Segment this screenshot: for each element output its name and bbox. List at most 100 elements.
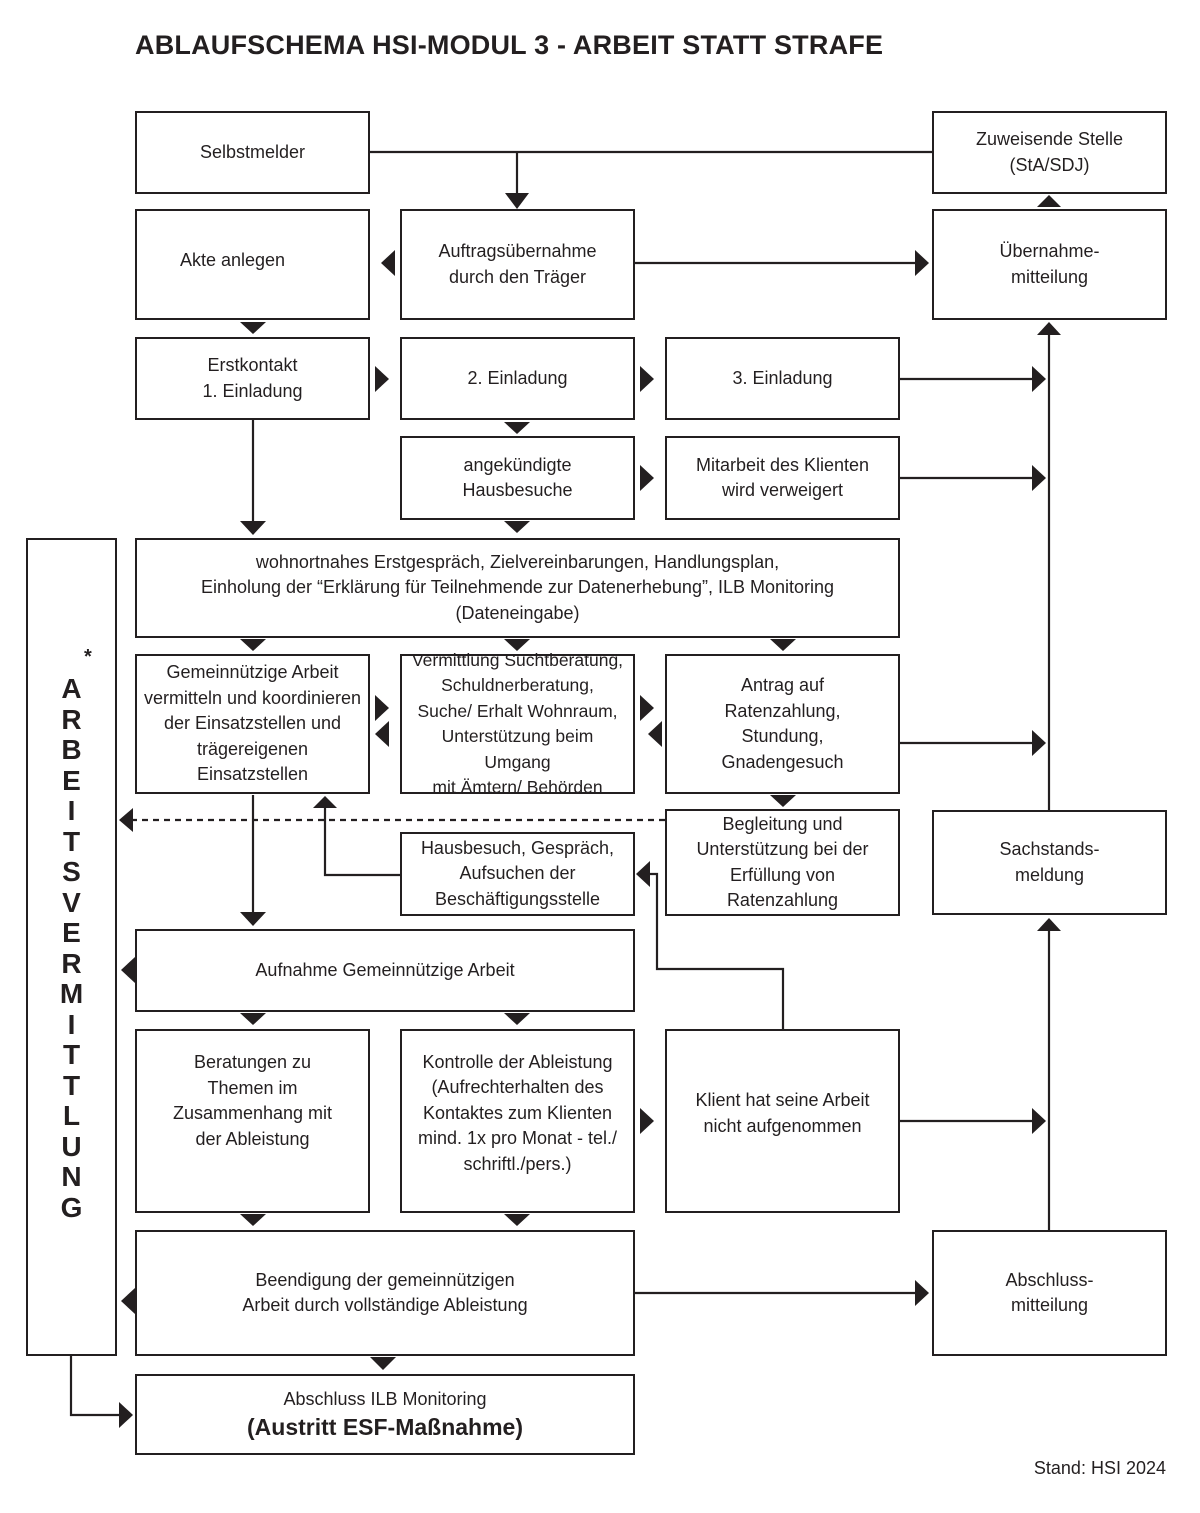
box-hausbesuch-gespraech-text: Hausbesuch, Gespräch, Aufsuchen der Besc… xyxy=(420,837,615,909)
arrow-right-trunk-3 xyxy=(1032,730,1046,756)
arrow-left-hausbesuch xyxy=(636,861,650,887)
box-begleitung: Begleitung und Unterstützung bei der Erf… xyxy=(665,809,900,916)
arrow-down-aufnahme-2 xyxy=(504,1013,530,1025)
vertical-letter: M xyxy=(59,978,84,1009)
line-vermittlung-ilb xyxy=(69,1356,121,1417)
vertical-letter: B xyxy=(61,734,82,765)
vertical-letter: I xyxy=(67,795,76,826)
box-abschluss-ilb-text: Abschluss ILB Monitoring xyxy=(283,1388,487,1409)
arrow-down-hausbesuche xyxy=(504,521,530,533)
box-selbstmelder-text: Selbstmelder xyxy=(199,141,306,162)
asterisk-note: * xyxy=(84,646,92,668)
box-nicht-aufgenommen: Klient hat seine Arbeit nicht aufgenomme… xyxy=(665,1029,900,1213)
box-erstkontakt-text: Erstkontakt 1. Einladung xyxy=(202,355,303,401)
arrow-right-ilb xyxy=(119,1402,133,1428)
box-sachstandsmeldung-text: Sachstands- meldung xyxy=(999,839,1100,885)
arrow-down-akte xyxy=(240,322,266,334)
arrow-left-beendigung xyxy=(121,1288,135,1314)
box-begleitung-text: Begleitung und Unterstützung bei der Erf… xyxy=(696,813,869,911)
arrow-down-erst-3 xyxy=(770,639,796,651)
arrow-left-aufnahme xyxy=(121,957,135,983)
box-vermittlung-sucht: Vermittlung Suchtberatung, Schuldnerbera… xyxy=(400,650,635,797)
box-sachstandsmeldung: Sachstands- meldung xyxy=(932,810,1167,915)
box-erstgespraech: wohnortnahes Erstgespräch, Zielvereinbar… xyxy=(135,538,900,638)
vertical-letter: U xyxy=(61,1130,82,1162)
box-beendigung-text: Beendigung der gemeinnützigen Arbeit dur… xyxy=(242,1269,528,1316)
box-einladung-3-text: 3. Einladung xyxy=(732,367,833,388)
box-nicht-aufgenommen-text: Klient hat seine Arbeit nicht aufgenomme… xyxy=(695,1090,870,1136)
vertical-letter: R xyxy=(61,703,82,735)
arrow-left-dashed xyxy=(119,808,133,832)
vertical-letter: R xyxy=(61,947,82,979)
box-hausbesuch-gespraech: Hausbesuch, Gespräch, Aufsuchen der Besc… xyxy=(400,832,635,916)
box-beratungen: Beratungen zu Themen im Zusammenhang mit… xyxy=(135,1029,370,1213)
arrow-up-uebernahme xyxy=(1037,322,1061,335)
arrow-down-erstkontakt xyxy=(240,521,266,535)
box-abschlussmitteilung-text: Abschluss- mitteilung xyxy=(1005,1269,1094,1316)
box-austritt-esf-text: (Austritt ESF-Maßnahme) xyxy=(247,1414,523,1441)
arrow-right-mitarbeit xyxy=(640,465,654,491)
arrow-down-erst-2 xyxy=(504,639,530,651)
box-abschlussmitteilung: Abschluss- mitteilung xyxy=(932,1230,1167,1356)
arrow-right-vermittlung xyxy=(375,695,389,721)
box-abschluss-ilb: Abschluss ILB Monitoring (Austritt ESF-M… xyxy=(135,1374,635,1455)
arrow-down-auftrag xyxy=(505,193,529,209)
arrow-right-trunk-2 xyxy=(1032,465,1046,491)
box-kontrolle: Kontrolle der Ableistung (Aufrechterhalt… xyxy=(400,1029,635,1213)
vertical-letter: E xyxy=(62,764,81,796)
box-uebernahmemitteilung: Übernahme- mitteilung xyxy=(932,209,1167,320)
stand-footnote: Stand: HSI 2024 xyxy=(1033,1458,1166,1478)
arrow-left-akte xyxy=(381,250,395,276)
box-mitarbeit-verweigert: Mitarbeit des Klienten wird verweigert xyxy=(665,436,900,520)
box-zuweisende-stelle: Zuweisende Stelle (StA/SDJ) xyxy=(932,111,1167,194)
box-einladung-2: 2. Einladung xyxy=(400,337,635,420)
arrow-left-vermittlung xyxy=(648,721,662,747)
box-einladung-3: 3. Einladung xyxy=(665,337,900,420)
box-einladung-2-text: 2. Einladung xyxy=(467,367,568,388)
vertical-letter: T xyxy=(62,825,81,857)
box-vermittlung-sucht-text: Vermittlung Suchtberatung, Schuldnerbera… xyxy=(411,649,624,798)
arrow-down-aufnahme-1 xyxy=(240,1013,266,1025)
arrow-down-antrag xyxy=(770,795,796,807)
vertical-letter: N xyxy=(61,1161,82,1192)
box-gemeinnuetzige-arbeit: Gemeinnützige Arbeit vermitteln und koor… xyxy=(135,654,370,794)
box-selbstmelder: Selbstmelder xyxy=(135,111,370,194)
vertical-letter: L xyxy=(62,1100,81,1131)
vertical-letter: V xyxy=(62,886,81,918)
arrow-right-abschluss xyxy=(915,1280,929,1306)
box-hausbesuche: angekündigte Hausbesuche xyxy=(400,436,635,520)
box-uebernahmemitteilung-text: Übernahme- mitteilung xyxy=(999,241,1100,287)
box-erstgespraech-text: wohnortnahes Erstgespräch, Zielvereinbar… xyxy=(200,551,835,623)
arrow-up-sachstand xyxy=(1037,918,1061,931)
vertical-letter: G xyxy=(60,1191,83,1223)
box-hausbesuche-text: angekündigte Hausbesuche xyxy=(462,454,573,501)
arrow-left-gemein xyxy=(375,721,389,747)
arrow-down-einladung2 xyxy=(504,422,530,434)
arrow-right-trunk-1 xyxy=(1032,366,1046,392)
arrow-right-antrag xyxy=(640,695,654,721)
diagram-title: ABLAUFSCHEMA HSI-MODUL 3 - ARBEIT STATT … xyxy=(135,30,884,60)
vertical-letter: A xyxy=(61,673,82,704)
arrow-up-gemein xyxy=(313,796,337,808)
box-antrag-ratenzahlung-text: Antrag auf Ratenzahlung, Stundung, Gnade… xyxy=(721,675,844,772)
vertical-letter: T xyxy=(62,1069,81,1101)
box-antrag-ratenzahlung: Antrag auf Ratenzahlung, Stundung, Gnade… xyxy=(665,654,900,794)
vertical-letter: T xyxy=(62,1039,81,1070)
arrow-right-trunk-4 xyxy=(1032,1108,1046,1134)
arrow-up-zuweisende xyxy=(1037,195,1061,207)
vertical-letter: I xyxy=(67,1008,76,1040)
vertical-letter: E xyxy=(62,917,81,948)
box-beratungen-text: Beratungen zu Themen im Zusammenhang mit… xyxy=(172,1052,333,1149)
box-gemeinnuetzige-arbeit-text: Gemeinnützige Arbeit vermitteln und koor… xyxy=(143,662,362,785)
box-kontrolle-text: Kontrolle der Ableistung (Aufrechterhalt… xyxy=(417,1051,618,1174)
arrow-down-gemein xyxy=(240,912,266,926)
arrow-right-einladung2 xyxy=(375,366,389,392)
box-auftragsuebernahme: Auftragsübernahme durch den Träger xyxy=(400,209,635,320)
box-mitarbeit-verweigert-text: Mitarbeit des Klienten wird verweigert xyxy=(695,454,870,501)
box-zuweisende-stelle-text: Zuweisende Stelle (StA/SDJ) xyxy=(975,129,1124,175)
vertical-letter: S xyxy=(62,856,81,887)
arrow-down-erst-1 xyxy=(240,639,266,651)
